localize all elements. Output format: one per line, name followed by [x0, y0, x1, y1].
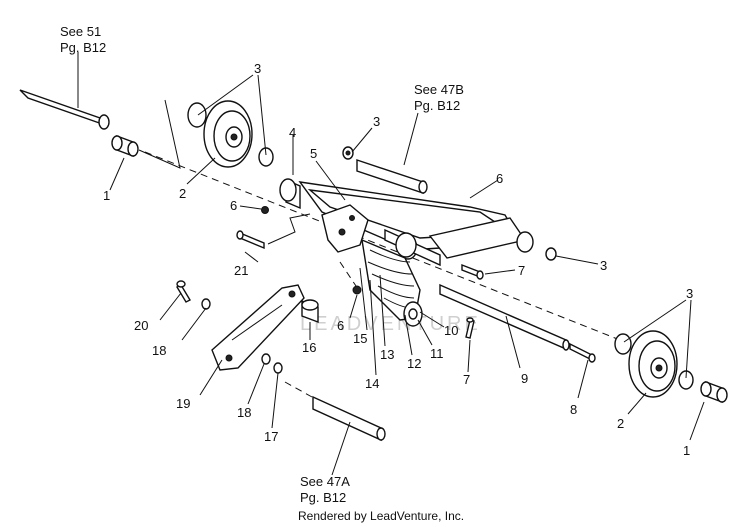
reference-top-left-line2: Pg. B12 [60, 40, 106, 55]
callout-2: 2 [179, 186, 186, 201]
callout-2: 2 [617, 416, 624, 431]
callout-3: 3 [600, 258, 607, 273]
callout-1: 1 [103, 188, 110, 203]
callout-14: 14 [365, 376, 379, 391]
callout-21: 21 [234, 263, 248, 278]
callout-1: 1 [683, 443, 690, 458]
watermark: LEADVENTURE [300, 313, 481, 335]
callout-17: 17 [264, 429, 278, 444]
callout-4: 4 [289, 125, 296, 140]
bushing-16 [301, 299, 319, 340]
reference-top-left: See 51 Pg. B12 [60, 24, 106, 55]
footer-credit: Rendered by LeadVenture, Inc. [298, 509, 464, 523]
callout-10: 10 [444, 323, 458, 338]
callout-8: 8 [570, 402, 577, 417]
callout-18: 18 [237, 405, 251, 420]
callout-16: 16 [302, 340, 316, 355]
spacer-4 [279, 135, 301, 210]
bolt-7-upper [461, 263, 516, 280]
callout-12: 12 [407, 356, 421, 371]
idler-wheel-2-left [186, 74, 274, 185]
bolt-8 [569, 342, 596, 399]
a-frame-arm [298, 179, 534, 260]
callout-6: 6 [337, 318, 344, 333]
bolt-7-lower [465, 317, 475, 373]
reference-bottom: See 47A Pg. B12 [300, 474, 350, 505]
bolt-20 [159, 280, 211, 341]
callout-3: 3 [254, 61, 261, 76]
nut-6-left [239, 205, 269, 214]
reference-top-right-line1: See 47B [414, 82, 464, 97]
reference-top-left-line1: See 51 [60, 24, 101, 39]
spring-bracket-assembly [321, 204, 441, 327]
spacer-1-right [689, 380, 728, 441]
reference-bottom-line1: See 47A [300, 474, 350, 489]
callout-7: 7 [463, 372, 470, 387]
callout-13: 13 [380, 347, 394, 362]
nut-17 [271, 362, 283, 429]
callout-6: 6 [230, 198, 237, 213]
callout-9: 9 [521, 371, 528, 386]
washer-3-mid-right [545, 247, 599, 265]
reference-top-right-line2: Pg. B12 [414, 98, 460, 113]
lower-shaft-47a [284, 381, 386, 476]
lower-shaft-9 [439, 283, 570, 369]
nut-6-center [339, 261, 362, 319]
callout-labels: 1 1 2 2 3 3 3 3 4 5 6 6 6 7 7 8 9 10 11 … [103, 61, 693, 458]
callout-5: 5 [310, 146, 317, 161]
callout-3: 3 [373, 114, 380, 129]
callout-19: 19 [176, 396, 190, 411]
callout-15: 15 [353, 331, 367, 346]
callout-6: 6 [496, 171, 503, 186]
callout-20: 20 [134, 318, 148, 333]
upper-right-shaft [342, 112, 428, 194]
link-arm-19 [199, 284, 305, 396]
spacer-1-left [109, 99, 181, 191]
bolt-21 [236, 213, 311, 263]
callout-3: 3 [686, 286, 693, 301]
reference-top-right: See 47B Pg. B12 [414, 82, 464, 113]
callout-11: 11 [430, 346, 444, 361]
washer-18-lower [247, 353, 271, 405]
idler-wheel-2-right [614, 299, 694, 415]
callout-7: 7 [518, 263, 525, 278]
reference-bottom-line2: Pg. B12 [300, 490, 346, 505]
callout-18: 18 [152, 343, 166, 358]
upper-left-shaft [19, 52, 110, 130]
center-leaders [315, 160, 445, 376]
